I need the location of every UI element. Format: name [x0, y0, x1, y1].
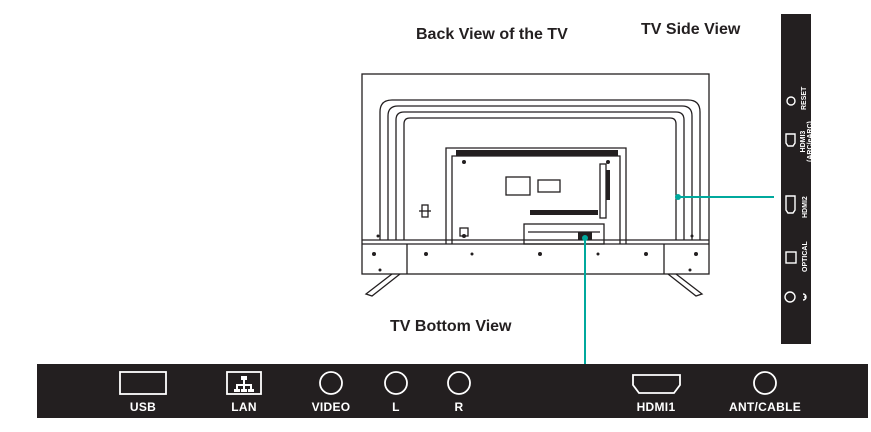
reset-button-icon: [786, 96, 796, 106]
hdmi1-label: HDMI1: [636, 400, 676, 414]
video-label: VIDEO: [311, 400, 351, 414]
side-port-panel: [781, 14, 811, 344]
reset-label: RESET: [801, 86, 808, 110]
lan-port-icon: [226, 371, 262, 395]
headphone-icon: [802, 293, 807, 301]
hdmi3-label-line1: HDMI3: [800, 130, 807, 153]
bottom-callout-dot: [582, 235, 588, 241]
side-view-title: TV Side View: [641, 21, 741, 38]
tv-back-illustration: [361, 73, 710, 297]
tv-stand-right: [667, 273, 704, 297]
tv-frame: [361, 73, 710, 275]
headphone-jack-icon: [784, 291, 796, 303]
tv-stand-left: [364, 273, 401, 297]
hdmi1-port-icon: [632, 374, 681, 394]
usb-port-icon: [119, 371, 167, 395]
tv-board-housing: [445, 147, 627, 244]
optical-port-icon: [785, 251, 797, 264]
lan-symbol: [234, 376, 254, 392]
tv-screw-holes: [372, 160, 698, 272]
hdmi3-port-icon: [785, 133, 796, 147]
bottom-view-title: TV Bottom View: [390, 318, 512, 335]
ant-cable-label: ANT/CABLE: [728, 400, 802, 414]
back-view-title: Back View of the TV: [416, 26, 568, 43]
usb-label: USB: [129, 400, 157, 414]
hdmi3-label-line2: (ARC/eARC): [807, 121, 814, 162]
hdmi3-label: HDMI3 (ARC/eARC): [800, 121, 814, 162]
audio-r-label: R: [454, 400, 464, 414]
tv-back-rim-outer: [379, 99, 701, 240]
hdmi2-label: HDMI2: [802, 196, 809, 218]
audio-l-jack-icon: [384, 371, 408, 395]
audio-r-jack-icon: [447, 371, 471, 395]
video-jack-icon: [319, 371, 343, 395]
side-callout-dot: [675, 194, 681, 200]
antenna-jack-icon: [753, 371, 777, 395]
hdmi2-port-icon: [785, 195, 796, 214]
lan-label: LAN: [231, 400, 257, 414]
audio-l-label: L: [392, 400, 400, 414]
optical-label: OPTICAL: [802, 241, 809, 272]
